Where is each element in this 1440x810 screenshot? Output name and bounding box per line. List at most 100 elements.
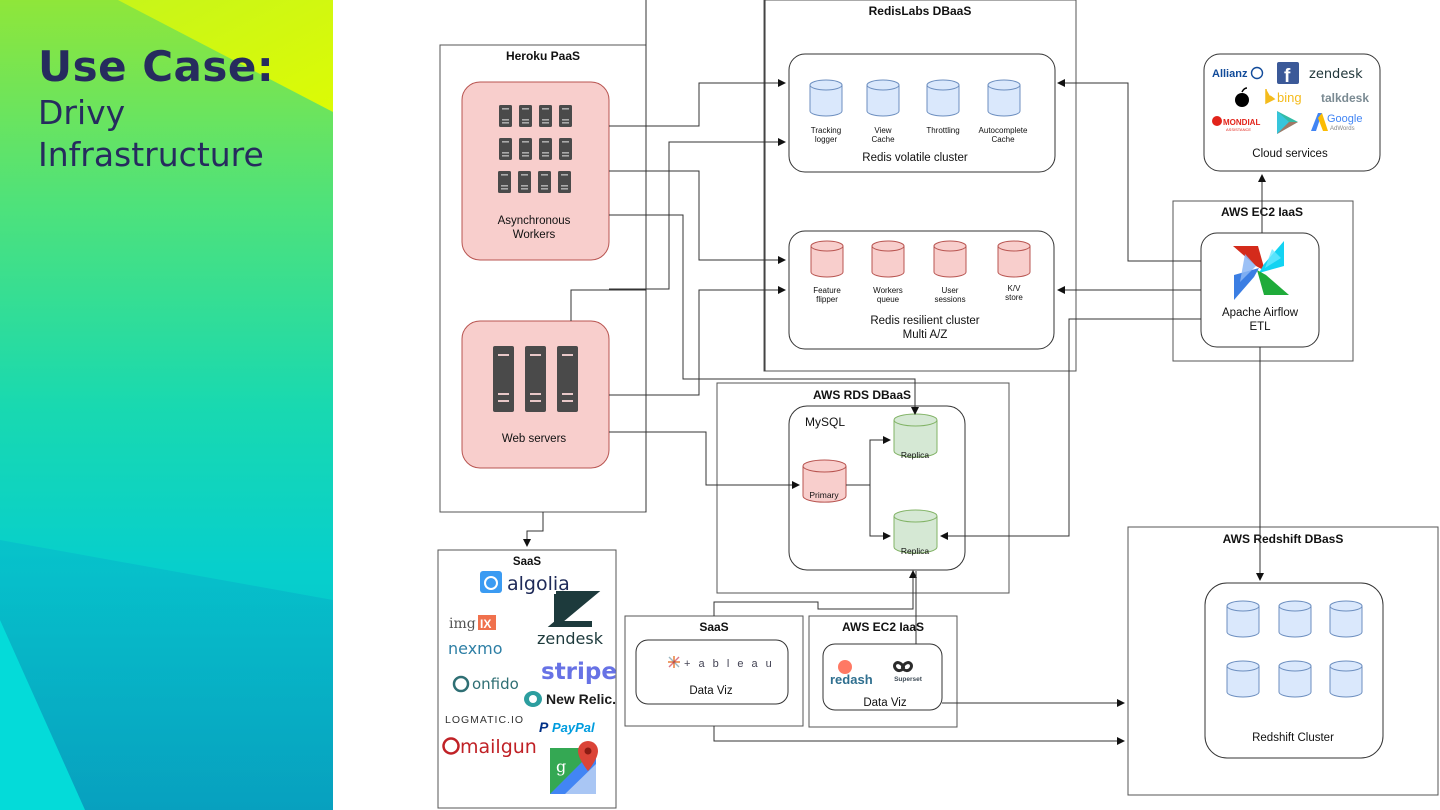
edge-primary-to-replica1 [846,436,891,486]
facebook-logo: f [1277,62,1299,87]
edge-workers-to-replica1 [609,214,919,415]
mailgun-logo: mailgun [442,736,537,758]
paypal-logo: P PayPal [539,719,595,735]
db-label-autocomplete-cache-1: Autocomplete [979,126,1028,135]
edge-primary-to-replica2 [869,485,891,540]
svg-text:algolia: algolia [507,573,570,595]
edge-web-to-resilient [609,286,786,396]
async-workers-label-2: Workers [513,229,556,241]
redshift-cluster-label: Redshift Cluster [1252,732,1334,744]
redash-superset-dataviz-node[interactable]: redash Superset Data Viz [822,643,943,711]
apple-logo [1235,87,1249,107]
edge-airflow-to-replica2 [940,318,1201,540]
onfido-logo: onfido [452,675,519,693]
slide-title-panel: Use Case: Drivy Infrastructure [0,0,333,810]
edge-airflow-to-volatile [1057,79,1201,262]
logmatic-logo: LOGMATIC.IO [445,714,524,726]
cloud-services-node[interactable]: Allianz f zendesk bing talkdesk MONDIAL … [1203,53,1381,172]
mondial-assistance-logo: MONDIAL ASSISTANCE [1212,116,1260,132]
nexmo-logo: nexmo [448,639,503,658]
db-label-user-sessions-2: sessions [934,295,965,304]
redis-resilient-cluster[interactable]: Feature flipper Workers queue User sessi… [788,230,1055,350]
web-servers-node[interactable]: Web servers [461,320,610,469]
saas-title: SaaS [513,556,541,568]
tableau-dataviz-label: Data Viz [689,685,733,697]
aws-rds-title: AWS RDS DBaaS [813,388,911,402]
svg-text:img: img [449,616,476,632]
svg-text:IX: IX [480,617,491,631]
google-maps-logo: g [550,741,598,794]
svg-text:Superset: Superset [894,676,923,683]
db-label-tracking-logger-2: logger [815,135,838,144]
server-icons [493,346,578,412]
svg-text:zendesk: zendesk [537,629,604,648]
mysql-cluster[interactable]: MySQL Primary Replica Replica [788,405,966,571]
slide-title: Use Case: Drivy Infrastructure [38,42,274,176]
ec2-dataviz-title: AWS EC2 IaaS [842,620,924,634]
mysql-replica-1-db[interactable]: Replica [893,413,938,460]
redis-resilient-label-1: Redis resilient cluster [870,315,979,327]
db-label-feature-flipper-2: flipper [816,295,838,304]
stripe-logo: stripe [541,659,617,685]
redislabs-title: RedisLabs DBaaS [869,4,972,18]
db-label-kv-store-1: K/V [1008,284,1022,293]
svg-text:Allianz: Allianz [1212,68,1248,80]
svg-text:New Relic.: New Relic. [546,691,616,707]
apache-airflow-node[interactable]: Apache Airflow ETL [1200,232,1320,348]
svg-text:redash: redash [830,672,873,687]
svg-text:bing: bing [1277,90,1302,105]
svg-text:PayPal: PayPal [552,720,595,735]
tableau-dataviz-node[interactable]: + a b l e a u Data Viz [635,639,789,705]
edge-tableau-to-replica2 [713,570,917,616]
svg-text:AdWords: AdWords [1330,126,1355,132]
saas-dataviz-title: SaaS [699,620,728,634]
edge-workers-to-resilient [609,170,786,264]
redis-resilient-label-2: Multi A/Z [903,329,948,341]
redis-volatile-cluster[interactable]: Tracking logger View Cache Throttling Au… [788,53,1056,173]
saas-dataviz-container[interactable]: SaaS + a b l e a u Data Viz [624,615,804,727]
connectors [523,0,1266,745]
airflow-pinwheel-icon [1233,241,1289,300]
redis-volatile-label: Redis volatile cluster [862,152,968,164]
async-workers-node[interactable]: Asynchronous Workers [461,81,610,261]
heroku-title: Heroku PaaS [506,49,580,63]
google-adwords-logo: Google AdWords [1311,113,1362,132]
superset-logo: Superset [893,661,923,683]
db-label-workers-queue-1: Workers [873,286,903,295]
async-workers-label-1: Asynchronous [498,215,571,227]
edge-tableau-to-redshift [713,726,1125,745]
svg-text:MONDIAL: MONDIAL [1223,118,1260,127]
svg-text:ASSISTANCE: ASSISTANCE [1226,127,1251,132]
svg-text:mailgun: mailgun [460,736,537,758]
db-label-view-cache-1: View [874,126,891,135]
db-label-kv-store-2: store [1005,293,1023,302]
mysql-primary-db[interactable]: Primary [802,459,847,503]
db-label-tracking-logger-1: Tracking [811,126,841,135]
algolia-logo: algolia [480,571,570,595]
allianz-logo: Allianz [1212,66,1264,80]
mysql-label: MySQL [805,415,845,429]
primary-label: Primary [809,490,839,500]
zendesk-logo: zendesk [1309,67,1363,82]
edge-heroku-to-saas [523,512,544,547]
google-play-logo [1277,111,1298,134]
bing-logo: bing [1265,89,1302,105]
edge-web-top [570,289,646,321]
redshift-cluster-node[interactable]: Redshift Cluster [1204,582,1384,759]
saas-services-container[interactable]: SaaS algolia zendesk img IX nexmo stripe… [437,549,617,809]
svg-text:P: P [539,719,549,735]
replica-2-label: Replica [901,546,930,556]
slide-subtitle-line2: Infrastructure [38,135,264,174]
slide-title-bold: Use Case: [38,42,275,91]
svg-text:g: g [556,757,566,776]
slide-subtitle-line1: Drivy [38,93,126,132]
mysql-replica-2-db[interactable]: Replica [893,509,938,556]
ec2-dataviz-container[interactable]: AWS EC2 IaaS redash Superset Data Viz [808,615,958,728]
edge-web-to-primary [609,431,800,489]
db-label-autocomplete-cache-2: Cache [991,135,1015,144]
svg-text:Google: Google [1327,113,1362,125]
zendesk-logo: zendesk [537,591,604,648]
new-relic-logo: New Relic. [524,691,616,707]
airflow-label-2: ETL [1249,321,1271,333]
